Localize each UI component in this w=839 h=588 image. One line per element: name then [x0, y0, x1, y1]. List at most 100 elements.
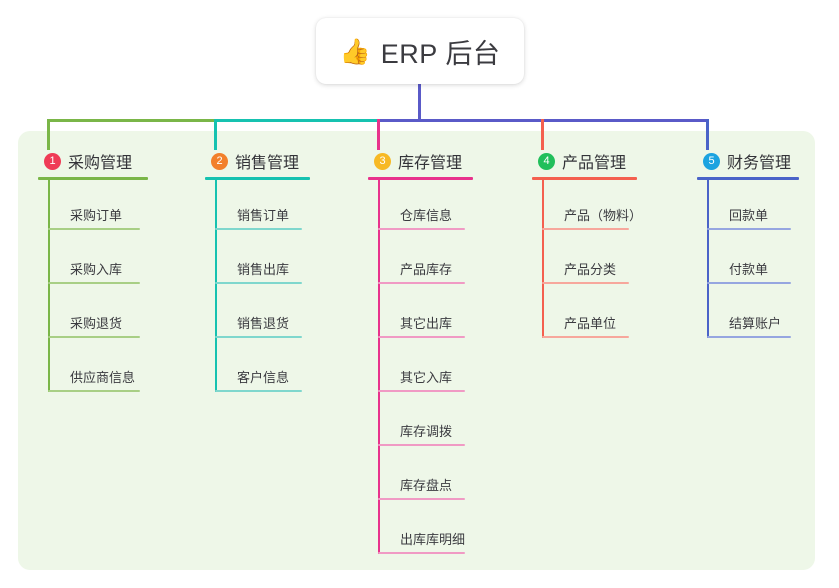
module-item[interactable]: 供应商信息 [38, 342, 188, 396]
module-item-label: 其它入库 [400, 370, 453, 385]
module-title: 财务管理 [727, 155, 792, 172]
module-items: 仓库信息产品库存其它出库其它入库库存调拨库存盘点出库库明细 [368, 180, 513, 558]
module-spine [48, 180, 50, 392]
module-header-1[interactable]: 1 采购管理 [38, 148, 188, 174]
module-item-label: 库存调拨 [400, 424, 453, 439]
module-number-badge: 3 [374, 152, 391, 170]
module-item[interactable]: 销售订单 [205, 180, 350, 234]
module-item[interactable]: 其它入库 [368, 342, 513, 396]
module-column-5: 5 财务管理回款单付款单结算账户 [697, 148, 839, 342]
module-spine [378, 180, 380, 554]
module-item-rule [378, 282, 465, 284]
module-items: 产品（物料） 产品分类产品单位 [532, 180, 677, 342]
root-node-erp-backend[interactable]: 👍 ERP 后台 [316, 18, 524, 84]
module-item-rule [48, 282, 140, 284]
module-header-rule [697, 177, 799, 180]
module-item-rule [707, 282, 791, 284]
module-item[interactable]: 库存调拨 [368, 396, 513, 450]
module-title: 产品管理 [562, 155, 627, 172]
root-node-title: ERP 后台 [380, 38, 501, 69]
module-item-rule [378, 444, 465, 446]
module-items: 回款单付款单结算账户 [697, 180, 839, 342]
module-item-label: 产品（物料） [564, 208, 643, 223]
module-item[interactable]: 产品分类 [532, 234, 677, 288]
module-number-badge: 4 [538, 152, 555, 170]
module-item-rule [215, 282, 302, 284]
module-item-rule [542, 336, 629, 338]
module-items: 采购订单采购入库采购退货供应商信息 [38, 180, 188, 396]
module-item[interactable]: 产品单位 [532, 288, 677, 342]
module-item-label: 采购订单 [70, 208, 123, 223]
module-item[interactable]: 结算账户 [697, 288, 839, 342]
module-item-label: 出库库明细 [400, 532, 466, 547]
module-item[interactable]: 产品库存 [368, 234, 513, 288]
module-number-badge: 2 [211, 152, 228, 170]
module-header-5[interactable]: 5 财务管理 [697, 148, 839, 174]
connector-drop-segment-purchase [47, 119, 50, 150]
module-item-rule [378, 228, 465, 230]
module-number-badge: 5 [703, 152, 720, 170]
modules-panel [18, 131, 815, 570]
module-item-rule [48, 228, 140, 230]
module-spine [707, 180, 709, 338]
module-item-label: 采购入库 [70, 262, 123, 277]
module-header-rule [368, 177, 473, 180]
module-item-rule [48, 390, 140, 392]
module-item[interactable]: 库存盘点 [368, 450, 513, 504]
module-item-label: 产品分类 [564, 262, 617, 277]
module-item-label: 其它出库 [400, 316, 453, 331]
module-item-label: 销售退货 [237, 316, 290, 331]
module-item-rule [378, 552, 465, 554]
module-item[interactable]: 出库库明细 [368, 504, 513, 558]
module-item-rule [707, 228, 791, 230]
module-item[interactable]: 采购订单 [38, 180, 188, 234]
connector-drop-segment-product [541, 119, 544, 150]
module-item[interactable]: 付款单 [697, 234, 839, 288]
module-item-label: 产品库存 [400, 262, 453, 277]
module-column-3: 3 库存管理仓库信息产品库存其它出库其它入库库存调拨库存盘点出库库明细 [368, 148, 513, 558]
connector-h-segment-purchase [47, 119, 216, 122]
module-item[interactable]: 采购退货 [38, 288, 188, 342]
module-item[interactable]: 销售出库 [205, 234, 350, 288]
module-header-4[interactable]: 4 产品管理 [532, 148, 677, 174]
module-item-rule [215, 336, 302, 338]
connector-drop-segment-sales [214, 119, 217, 150]
module-item-label: 采购退货 [70, 316, 123, 331]
module-item-rule [48, 336, 140, 338]
module-title: 库存管理 [398, 155, 463, 172]
connector-h-segment-sales [214, 119, 379, 122]
module-item-rule [378, 390, 465, 392]
module-header-rule [532, 177, 637, 180]
module-item-rule [215, 228, 302, 230]
module-item[interactable]: 采购入库 [38, 234, 188, 288]
module-items: 销售订单销售出库销售退货客户信息 [205, 180, 350, 396]
module-item[interactable]: 其它出库 [368, 288, 513, 342]
module-title: 采购管理 [68, 155, 133, 172]
module-item-label: 库存盘点 [400, 478, 453, 493]
module-spine [542, 180, 544, 338]
module-item[interactable]: 客户信息 [205, 342, 350, 396]
module-item-rule [215, 390, 302, 392]
module-column-1: 1 采购管理采购订单采购入库采购退货供应商信息 [38, 148, 188, 396]
module-item[interactable]: 仓库信息 [368, 180, 513, 234]
module-item-label: 回款单 [729, 208, 769, 223]
module-item-label: 供应商信息 [70, 370, 136, 385]
module-header-rule [38, 177, 148, 180]
module-item-rule [542, 282, 629, 284]
module-header-3[interactable]: 3 库存管理 [368, 148, 513, 174]
module-item-label: 客户信息 [237, 370, 290, 385]
module-item[interactable]: 产品（物料） [532, 180, 677, 234]
module-number-badge: 1 [44, 152, 61, 170]
thumbs-up-icon: 👍 [339, 36, 371, 66]
module-column-4: 4 产品管理产品（物料） 产品分类产品单位 [532, 148, 677, 342]
module-item-label: 销售出库 [237, 262, 290, 277]
module-item-rule [378, 336, 465, 338]
module-item[interactable]: 回款单 [697, 180, 839, 234]
module-header-rule [205, 177, 310, 180]
module-item[interactable]: 销售退货 [205, 288, 350, 342]
connector-trunk [418, 84, 421, 122]
module-item-label: 结算账户 [729, 316, 782, 331]
